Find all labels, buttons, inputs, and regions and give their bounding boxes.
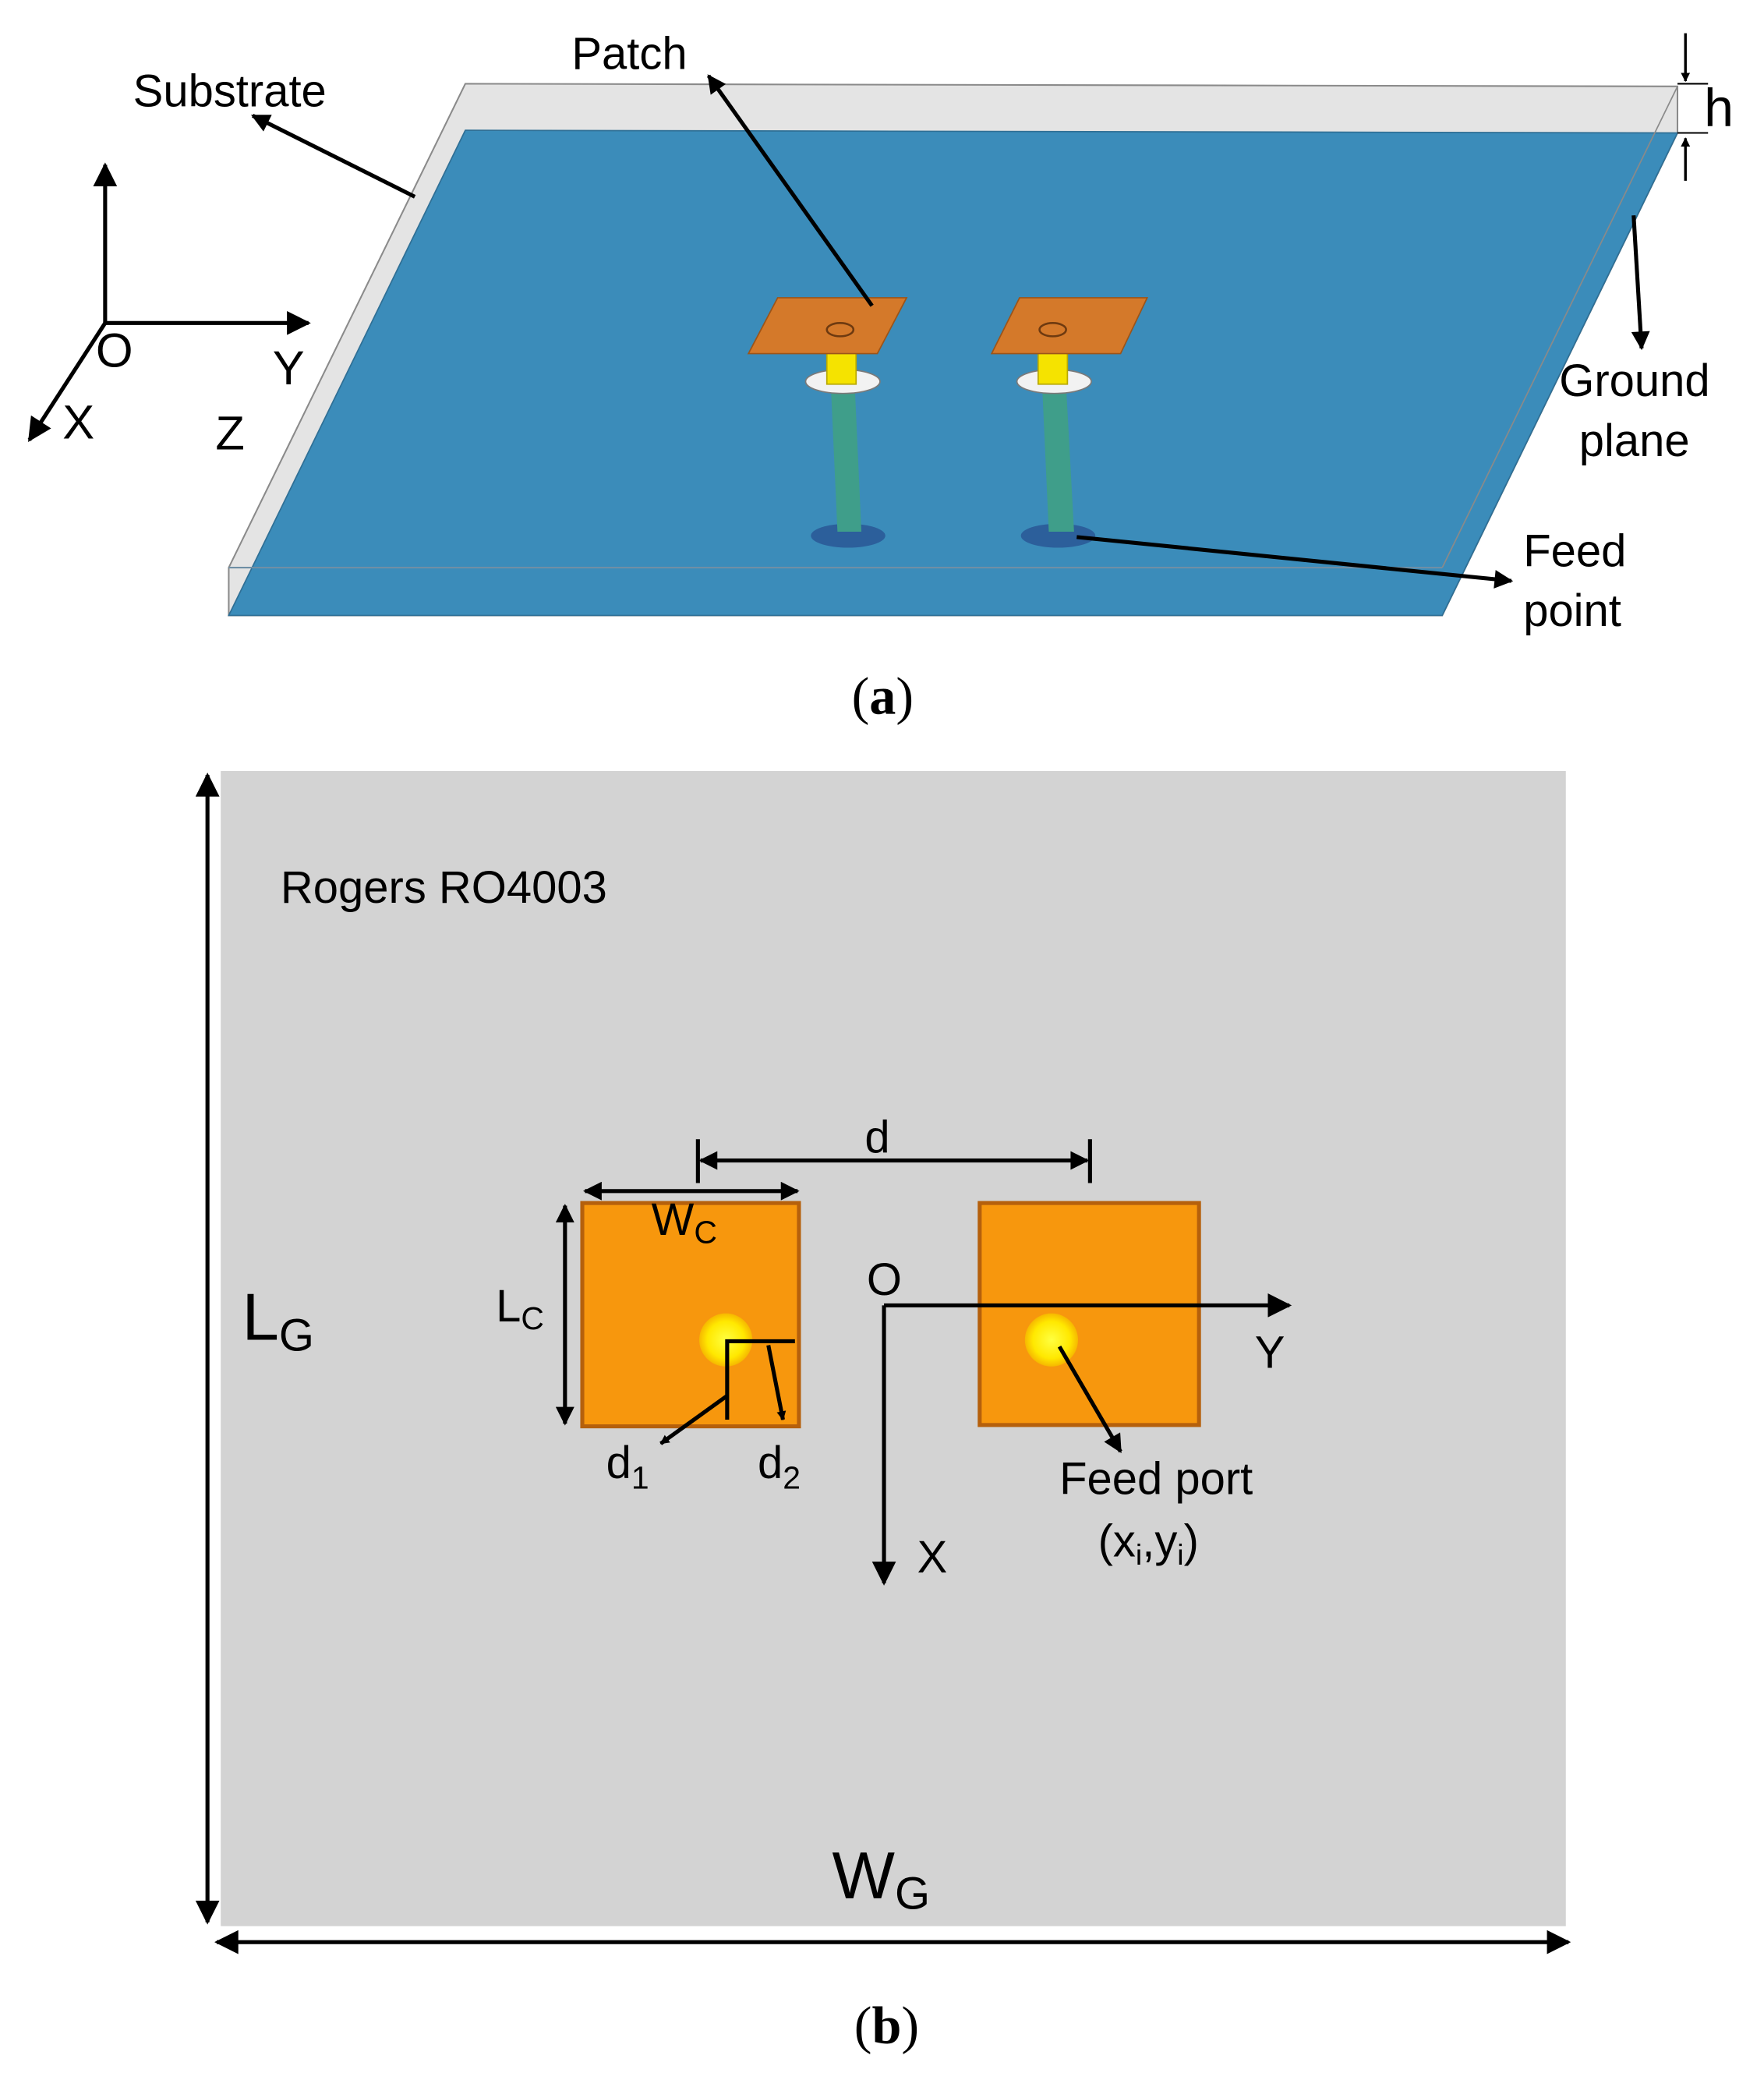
patch-arrow [706, 74, 874, 307]
feed-pad [811, 523, 886, 548]
axis-y-label: Y [273, 341, 305, 395]
axis-x-label-2d: X [917, 1533, 948, 1583]
axis-y-label-2d: Y [1255, 1328, 1285, 1378]
feed-point-label-2: point [1523, 586, 1621, 636]
feed-port-label: Feed port [1059, 1455, 1253, 1505]
panel-a: Substrate Patch h Ground plane Feed poin… [27, 30, 1734, 726]
panel-b: Rogers RO4003 d WC LC d1 d2 O Y X Feed p… [195, 770, 1571, 2055]
patch-feed-hole [1038, 322, 1067, 338]
patch-1 [580, 1201, 801, 1429]
d-label: d [864, 1112, 889, 1162]
lc-label: LC [496, 1282, 544, 1336]
antenna-element-1 [747, 297, 908, 548]
axis-x [27, 321, 108, 442]
substrate-label: Substrate [133, 66, 327, 116]
feed-point-label-1: Feed [1523, 526, 1626, 576]
feed-pad [1020, 523, 1096, 548]
h-label: h [1704, 79, 1734, 138]
wg-label: WG [833, 1839, 931, 1919]
feed-port-coordinates: (xi,yi) [1098, 1517, 1199, 1571]
lg-label: LG [242, 1281, 314, 1361]
patch-feed-hole [825, 322, 855, 338]
d2-arrow [766, 1345, 787, 1421]
ground-plane [228, 129, 1679, 617]
ground-plane-arrow [1631, 215, 1650, 351]
feed-port-2 [1024, 1313, 1079, 1367]
antenna-element-2 [990, 297, 1149, 548]
axis-o-label: O [96, 324, 133, 378]
patch-2 [977, 1201, 1201, 1427]
probe-pin [830, 385, 862, 532]
material-label: Rogers RO4003 [281, 863, 607, 913]
caption-a: (a) [852, 667, 914, 726]
ground-plane-label-2: plane [1579, 416, 1690, 466]
patch-3d [747, 297, 908, 355]
feed-point-arrow [1076, 535, 1514, 589]
probe-pin [1041, 385, 1074, 532]
caption-b: (b) [854, 1996, 919, 2055]
patch-3d [990, 297, 1149, 355]
d2-label: d2 [758, 1438, 801, 1496]
axes-3d [27, 162, 311, 442]
ground-plane-label-1: Ground [1559, 356, 1709, 406]
wc-label: WC [652, 1195, 717, 1250]
axis-o-label-2d: O [867, 1255, 902, 1305]
d1-arrow [659, 1394, 729, 1445]
axis-z-label: Z [215, 406, 245, 460]
axis-x-label: X [62, 396, 94, 450]
board-substrate [221, 770, 1566, 1926]
feed-offset-lines [725, 1339, 795, 1420]
substrate-right-edge [1441, 86, 1678, 568]
feed-port-arrow [1057, 1345, 1122, 1454]
substrate-arrow [251, 114, 416, 199]
d1-label: d1 [606, 1438, 649, 1496]
patch-label: Patch [571, 30, 687, 80]
